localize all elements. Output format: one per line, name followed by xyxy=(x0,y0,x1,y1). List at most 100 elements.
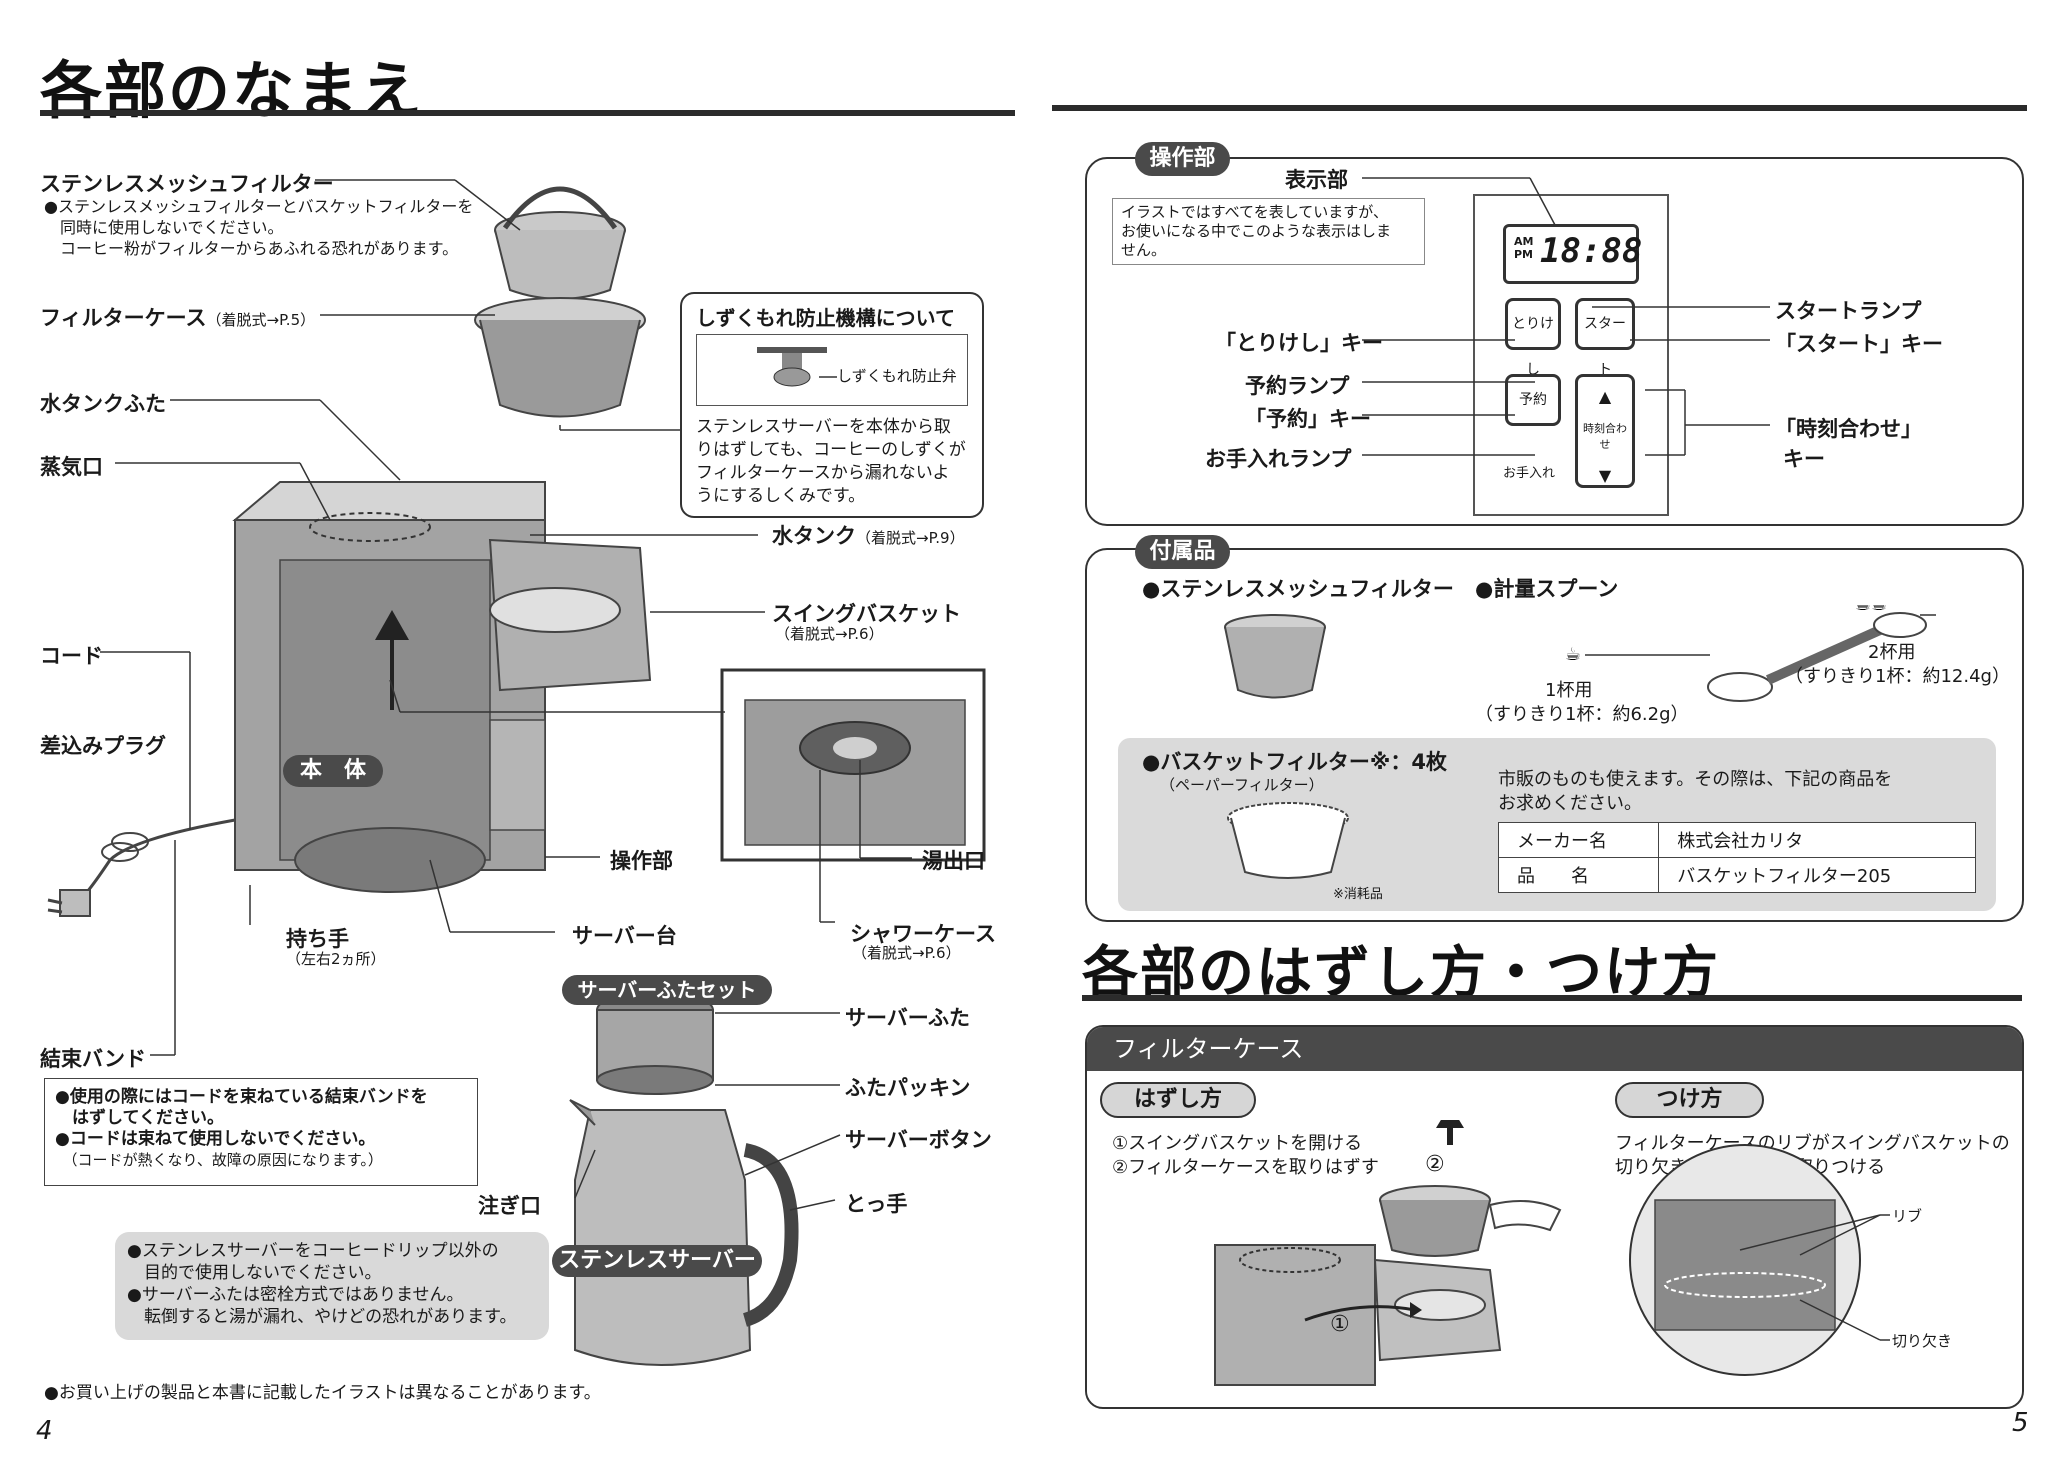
main-body-drawing xyxy=(232,481,652,893)
label-server-button: サーバーボタン xyxy=(845,1128,992,1152)
coffee-maker-illustration xyxy=(47,179,986,1366)
label-packing: ふたパッキン xyxy=(845,1076,971,1100)
drip-text-line: フィルターケースから漏れないよ xyxy=(696,463,950,483)
band-notes: ●使用の際にはコードを束ねている結束バンドを はずしてください。 ●コードは束ね… xyxy=(44,1078,478,1186)
remove-tag: はずし方 xyxy=(1100,1082,1256,1118)
swing-ref: （着脱式→P.6） xyxy=(775,625,884,643)
label-panel: 操作部 xyxy=(610,849,673,873)
filter-case-drawing xyxy=(1214,1120,1890,1386)
table-cell: バスケットフィルター205 xyxy=(1658,857,1976,893)
svg-text:☕☕: ☕☕ xyxy=(1855,605,1887,615)
label-clock-key: 「時刻合わせ」キー xyxy=(1775,413,1922,473)
clock-set-button[interactable]: ▲ 時刻合わせ ▼ xyxy=(1575,374,1635,488)
shower-ref: （着脱式→P.6） xyxy=(852,944,961,962)
label-filter-case: フィルターケース（着脱式→P.5） xyxy=(40,302,315,332)
clock-key-line: キー xyxy=(1783,447,1825,471)
one-cup-note: （すりきり1杯：約6.2g） xyxy=(1475,704,1689,725)
mesh-note-line: 同時に使用しないでください。 xyxy=(44,218,284,237)
band-note-line: （コードが熱くなり、故障の原因になります。） xyxy=(55,1151,383,1169)
basket-filter-sub: （ペーパーフィルター） xyxy=(1160,776,1324,794)
title-rule-right xyxy=(1052,105,2027,111)
am-label: AM xyxy=(1514,235,1534,248)
cancel-button[interactable]: とりけし xyxy=(1505,298,1561,378)
product-table: メーカー名株式会社カリタ 品 名バスケットフィルター205 xyxy=(1497,822,1976,893)
stainless-server-drawing xyxy=(569,1099,799,1366)
filter-case-section: フィルターケース xyxy=(1085,1025,2024,1409)
label-display: 表示部 xyxy=(1285,168,1348,192)
down-arrow-icon[interactable]: ▼ xyxy=(1598,466,1612,485)
table-cell: 品 名 xyxy=(1497,857,1660,893)
server-note-line: ●ステンレスサーバーをコーヒードリップ以外の xyxy=(127,1241,499,1261)
svg-text:☕: ☕ xyxy=(1565,644,1581,665)
filter-case-header: フィルターケース xyxy=(1087,1027,2022,1071)
drip-box-text: ステンレスサーバーを本体から取 りはずしても、コーヒーのしずくが フィルターケー… xyxy=(696,416,966,508)
label-basket-filter: ●バスケットフィルター※：4枚 xyxy=(1142,750,1447,774)
label-band: 結束バンド xyxy=(40,1047,147,1071)
accessories-section xyxy=(1085,548,2024,922)
up-arrow-icon[interactable]: ▲ xyxy=(1598,387,1612,406)
remove-steps: ①スイングバスケットを開ける ②フィルターケースを取りはずす xyxy=(1112,1132,1379,1180)
page-number-right: 5 xyxy=(2012,1408,2029,1438)
one-cup-label: 1杯用 xyxy=(1545,680,1593,701)
label-steam: 蒸気口 xyxy=(40,455,103,479)
drip-text-line: うにするしくみです。 xyxy=(696,486,866,506)
time-display: 18:88 xyxy=(1540,231,1643,271)
lid-set-tag: サーバーふたセット xyxy=(562,975,772,1005)
paper-filter-drawing xyxy=(1227,802,1349,879)
drip-valve-label: しずくもれ防止弁 xyxy=(837,367,957,385)
server-lid-drawing xyxy=(596,991,714,1095)
band-note-line: ●コードは束ねて使用しないでください。 xyxy=(55,1129,376,1149)
label-care-lamp: お手入れランプ xyxy=(1205,447,1352,471)
market-note-line: お求めください。 xyxy=(1498,793,1642,814)
panel-section xyxy=(1085,157,2024,526)
two-cup-label: 2杯用 xyxy=(1868,642,1916,663)
market-note: 市販のものも使えます。その際は、下記の商品を お求めください。 xyxy=(1498,768,1892,816)
label-handle: 持ち手 xyxy=(286,927,349,951)
illustration-note: イラストではすべてを表していますが、 お使いになる中でこのような表示はしま せん… xyxy=(1112,198,1425,265)
tank-text: 水タンク xyxy=(772,524,856,548)
two-cup-note: （すりきり1杯：約12.4g） xyxy=(1785,666,2010,687)
label-tank: 水タンク（着脱式→P.9） xyxy=(772,520,965,550)
drip-text-line: りはずしても、コーヒーのしずくが xyxy=(696,440,966,460)
remove-step: ②フィルターケースを取りはずす xyxy=(1112,1157,1379,1178)
label-reserve-lamp: 予約ランプ xyxy=(1245,374,1350,398)
consumable-note: ※消耗品 xyxy=(1333,887,1383,902)
label-grip: とっ手 xyxy=(845,1192,908,1216)
panel-leader-lines xyxy=(1362,177,1770,456)
care-label: お手入れ xyxy=(1503,466,1556,481)
attach-tag: つけ方 xyxy=(1615,1082,1764,1118)
label-tank-lid: 水タンクふた xyxy=(40,392,166,416)
cord-drawing xyxy=(47,818,236,917)
drip-text-line: ステンレスサーバーを本体から取 xyxy=(696,417,951,437)
band-note-line: はずしてください。 xyxy=(55,1108,224,1128)
accessories-drawing: ☕ ☕☕ xyxy=(1224,605,1936,702)
label-plug: 差込みプラグ xyxy=(40,734,166,758)
label-start-lamp: スタートランプ xyxy=(1775,299,1922,323)
filter-case-ref: （着脱式→P.5） xyxy=(206,311,316,329)
body-tag: 本 体 xyxy=(283,755,383,787)
table-cell: メーカー名 xyxy=(1497,822,1660,858)
label-start-key: 「スタート」キー xyxy=(1775,332,1943,356)
label-swing: スイングバスケット xyxy=(772,602,961,626)
filter-case-drawing xyxy=(474,297,646,418)
market-note-line: 市販のものも使えます。その際は、下記の商品を xyxy=(1498,769,1893,790)
filter-case-text: フィルターケース xyxy=(40,306,207,330)
label-mesh-filter: ステンレスメッシュフィルター xyxy=(40,172,334,196)
page-number-left: 4 xyxy=(36,1416,53,1446)
drip-box: しずくもれ防止機構について しずくもれ防止弁 ステンレスサーバーを本体から取 り… xyxy=(680,292,984,518)
illus-note-line: イラストではすべてを表していますが、 xyxy=(1121,203,1389,221)
clock-set-label: 時刻合わせ xyxy=(1583,422,1627,451)
title-rule-left xyxy=(40,110,1015,116)
mesh-note-line: ●ステンレスメッシュフィルターとバスケットフィルターを xyxy=(44,197,474,216)
step1-marker: ① xyxy=(1330,1312,1350,1337)
footer-note: ●お買い上げの製品と本書に記載したイラストは異なることがあります。 xyxy=(44,1383,601,1403)
drip-valve-figure: しずくもれ防止弁 xyxy=(696,334,968,406)
illus-note-line: せん。 xyxy=(1121,241,1167,259)
label-spout: 注ぎ口 xyxy=(478,1194,541,1218)
basket-filter-panel: ●バスケットフィルター※：4枚 （ペーパーフィルター） ※消耗品 市販のものも使… xyxy=(1118,738,1996,911)
server-tag: ステンレスサーバー xyxy=(552,1245,762,1277)
table-cell: 株式会社カリタ xyxy=(1658,822,1976,858)
